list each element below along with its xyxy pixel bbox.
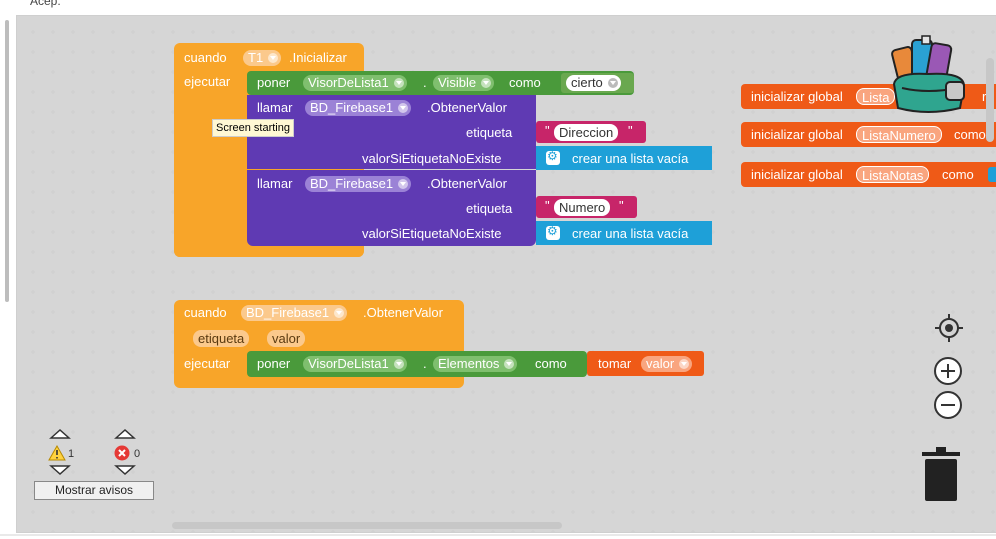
recenter-icon[interactable] (933, 312, 965, 344)
component-dropdown-firebase[interactable]: BD_Firebase1 (241, 305, 348, 321)
tag-param-label: etiqueta (466, 201, 513, 216)
bottom-divider (0, 534, 996, 536)
gear-icon[interactable] (546, 224, 560, 240)
dot-separator: . (423, 356, 427, 371)
boolean-value: cierto (571, 75, 603, 90)
component-name: BD_Firebase1 (246, 305, 330, 320)
default-param-label: valorSiEtiquetaNoExiste (362, 226, 502, 241)
chevron-down-icon (398, 103, 409, 113)
warning-count: 1 (68, 448, 75, 460)
global-name-field[interactable]: Lista (856, 88, 896, 105)
set-component-name: VisorDeLista1 (308, 75, 389, 90)
chevron-down-icon (393, 78, 404, 88)
horizontal-scrollbar[interactable] (172, 522, 562, 529)
warnings-prev-icon[interactable] (49, 428, 71, 440)
call-label: llamar (257, 176, 293, 191)
method-name: .ObtenerValor (427, 100, 507, 115)
get-label: tomar (598, 356, 632, 371)
event-name: .ObtenerValor (363, 305, 443, 320)
chevron-down-icon (607, 78, 618, 88)
error-icon (114, 445, 130, 461)
show-warnings-button[interactable]: Mostrar avisos (34, 481, 154, 500)
global-name-field[interactable]: ListaNumero (856, 126, 942, 143)
set-label: poner (257, 356, 291, 371)
when-label: cuando (184, 50, 227, 65)
event-block-bottom (174, 243, 364, 257)
chevron-down-icon (334, 308, 345, 318)
variable-name: valor (646, 356, 675, 371)
call-component-dropdown-1[interactable]: BD_Firebase1 (305, 100, 412, 116)
global-suffix: como (942, 167, 974, 182)
empty-list-block-1[interactable] (536, 146, 712, 170)
component-name: T1 (248, 50, 264, 65)
global-suffix: como (954, 127, 986, 142)
param-etiqueta[interactable]: etiqueta (193, 330, 250, 347)
property-dropdown-elementos[interactable]: Elementos (433, 356, 518, 372)
call-component-name: BD_Firebase1 (310, 176, 394, 191)
do-label: ejecutar (184, 356, 231, 371)
text-field-direccion[interactable]: Direccion (554, 124, 619, 141)
to-label: como (509, 75, 541, 90)
call-label: llamar (257, 100, 293, 115)
quote-close-icon: " (628, 123, 633, 138)
zoom-out-icon[interactable] (933, 390, 963, 420)
call-component-dropdown-2[interactable]: BD_Firebase1 (305, 176, 412, 192)
text-field-numero[interactable]: Numero (554, 199, 611, 216)
property-name: Visible (438, 75, 477, 90)
vertical-scrollbar[interactable] (986, 58, 994, 142)
when-label: cuando (184, 305, 227, 320)
tooltip: Screen starting (212, 119, 294, 137)
errors-next-icon[interactable] (114, 464, 136, 476)
component-dropdown-t1[interactable]: T1 (243, 50, 282, 66)
backpack-icon[interactable] (888, 32, 972, 116)
chevron-down-icon (679, 359, 690, 369)
empty-list-block-2[interactable] (536, 221, 712, 245)
empty-list-label: crear una lista vacía (572, 151, 689, 166)
set-label: poner (257, 75, 291, 90)
set-component-dropdown[interactable]: VisorDeLista1 (303, 356, 407, 372)
property-name: Elementos (438, 356, 500, 371)
chevron-down-icon (398, 179, 409, 189)
set-component-dropdown[interactable]: VisorDeLista1 (303, 75, 407, 91)
errors-prev-icon[interactable] (114, 428, 136, 440)
chevron-down-icon (393, 359, 404, 369)
top-cut-label: Acep. (30, 0, 61, 8)
set-component-name: VisorDeLista1 (308, 356, 389, 371)
global-prefix: inicializar global (751, 127, 843, 142)
gear-icon[interactable] (546, 149, 560, 165)
method-name: .ObtenerValor (427, 176, 507, 191)
to-label: como (535, 356, 567, 371)
get-variable-dropdown[interactable]: valor (641, 356, 693, 372)
chevron-down-icon (504, 359, 515, 369)
call-component-name: BD_Firebase1 (310, 100, 394, 115)
tag-param-label: etiqueta (466, 125, 513, 140)
global-suffix: r (982, 89, 987, 104)
default-param-label: valorSiEtiquetaNoExiste (362, 151, 502, 166)
warnings-next-icon[interactable] (49, 464, 71, 476)
quote-open-icon: " (545, 198, 550, 213)
quote-close-icon: " (619, 198, 624, 213)
empty-list-label: crear una lista vacía (572, 226, 689, 241)
do-label: ejecutar (184, 74, 231, 89)
global-prefix: inicializar global (751, 89, 843, 104)
dot-separator: . (423, 75, 427, 90)
left-panel-scrollbar[interactable] (5, 20, 9, 302)
warning-icon (48, 445, 66, 461)
event-name: .Inicializar (289, 50, 347, 65)
chevron-down-icon (481, 78, 492, 88)
error-count: 0 (134, 448, 141, 460)
global-prefix: inicializar global (751, 167, 843, 182)
param-valor[interactable]: valor (267, 330, 306, 347)
quote-open-icon: " (545, 123, 550, 138)
socket-connector (988, 167, 996, 182)
chevron-down-icon (268, 53, 279, 63)
trash-icon[interactable] (921, 446, 961, 502)
property-dropdown-visible[interactable]: Visible (433, 75, 495, 91)
global-name-field[interactable]: ListaNotas (856, 166, 930, 183)
boolean-dropdown-true[interactable]: cierto (566, 75, 621, 91)
zoom-in-icon[interactable] (933, 356, 963, 386)
